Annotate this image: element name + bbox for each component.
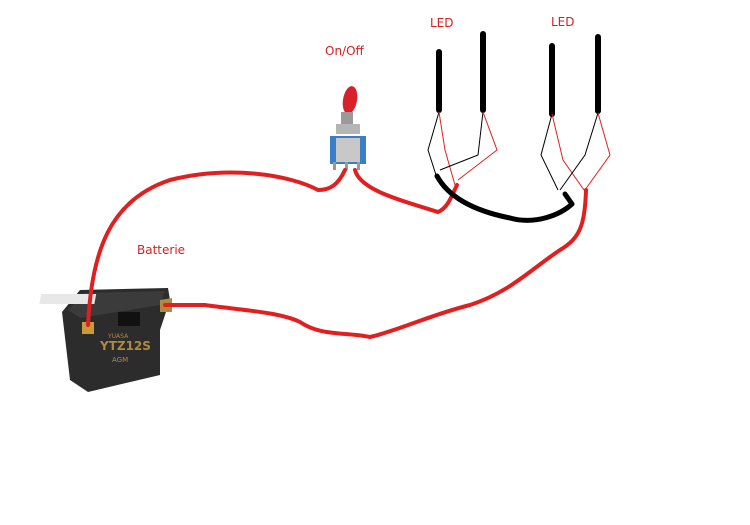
- led-right-label: LED: [551, 15, 575, 29]
- battery: YUASA YTZ12S AGM: [39, 288, 172, 392]
- battery-model-logo: YTZ12S: [99, 339, 151, 353]
- wires: [86, 168, 588, 339]
- led-strips: [436, 31, 601, 117]
- negative-wire-battery-led: [163, 188, 588, 339]
- battery-type-logo: AGM: [112, 356, 128, 364]
- battery-brand-logo: YUASA: [107, 333, 129, 340]
- positive-wire-switch-led: [353, 168, 459, 214]
- positive-wire-battery-switch: [86, 168, 347, 327]
- battery-label: Batterie: [137, 243, 186, 257]
- led-leads: [427, 111, 611, 191]
- switch-label: On/Off: [325, 44, 364, 58]
- negative-wire-led-bridge: [434, 173, 575, 223]
- toggle-switch[interactable]: [330, 85, 366, 170]
- led-left-label: LED: [430, 16, 454, 30]
